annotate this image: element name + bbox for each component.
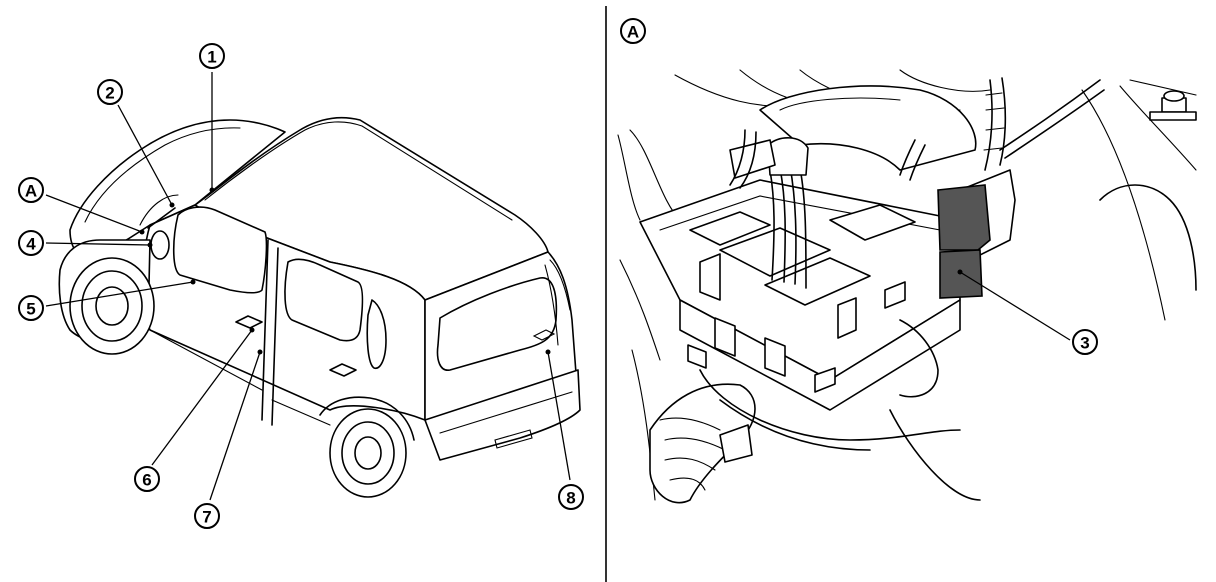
callout-3: 3	[1072, 329, 1098, 355]
svg-text:4: 4	[26, 235, 36, 254]
vehicle-illustration	[58, 116, 581, 498]
left-leader-lines	[45, 72, 571, 501]
callout-5: 5	[18, 295, 44, 321]
callout-a-left: A	[18, 177, 44, 203]
svg-text:1: 1	[207, 48, 216, 67]
svg-text:6: 6	[142, 471, 151, 490]
svg-text:5: 5	[26, 300, 35, 319]
svg-text:A: A	[627, 23, 639, 42]
callout-2: 2	[97, 79, 123, 105]
callout-7: 7	[194, 503, 220, 529]
callout-4: 4	[18, 230, 44, 256]
svg-text:A: A	[25, 182, 37, 201]
callout-a-right: A	[620, 18, 646, 44]
callout-6: 6	[134, 466, 160, 492]
connector-3	[937, 184, 991, 251]
svg-text:8: 8	[566, 489, 575, 508]
detail-a-illustration	[617, 69, 1197, 504]
svg-text:3: 3	[1080, 334, 1089, 353]
callout-1: 1	[199, 43, 225, 69]
callout-8: 8	[558, 484, 584, 510]
svg-text:2: 2	[105, 84, 114, 103]
svg-text:7: 7	[202, 508, 211, 527]
right-leader-lines	[957, 269, 1071, 341]
